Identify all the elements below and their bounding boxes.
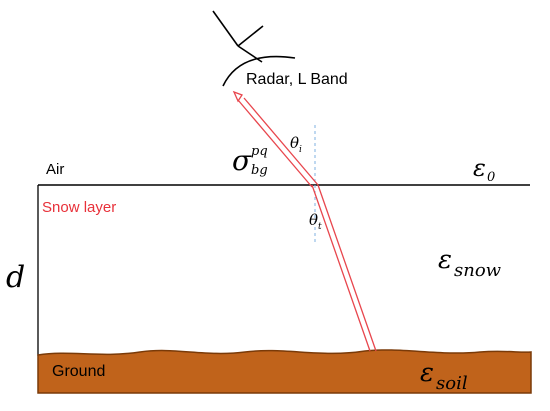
- depth-label: d: [6, 260, 25, 295]
- epsilon-0-symbol: ε: [473, 154, 486, 182]
- snow-layer-label: Snow layer: [42, 199, 116, 216]
- sigma-subscript: bg: [251, 163, 268, 178]
- radar-antenna-icon: [212, 10, 296, 87]
- theta-t-subscript: t: [318, 222, 322, 232]
- theta-i-subscript: i: [299, 145, 302, 155]
- backscatter-ray: [232, 90, 319, 188]
- theta-t-symbol: θ: [309, 211, 318, 229]
- theta-i-symbol: θ: [290, 134, 299, 152]
- sigma-symbol: σ: [232, 144, 252, 177]
- epsilon-snow-subscript: snow: [454, 260, 502, 281]
- epsilon-soil-subscript: soil: [436, 373, 468, 394]
- sigma-superscript: pq: [251, 144, 268, 159]
- transmitted-ray: [311, 184, 377, 352]
- radar-label: Radar, L Band: [246, 71, 348, 88]
- epsilon-soil-symbol: ε: [420, 358, 434, 388]
- epsilon-snow-symbol: ε: [438, 245, 452, 275]
- air-label: Air: [46, 161, 64, 178]
- ground-label: Ground: [52, 363, 105, 380]
- ground-layer: [37, 349, 532, 394]
- epsilon-0-subscript: 0: [487, 170, 495, 185]
